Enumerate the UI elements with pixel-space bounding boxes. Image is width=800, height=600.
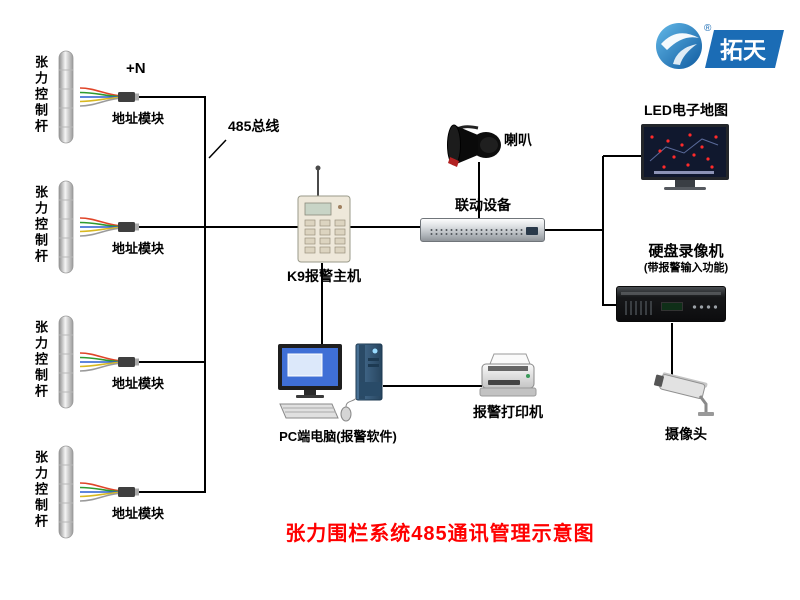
pc-icon xyxy=(278,343,383,422)
dvr-note: (带报警输入功能) xyxy=(643,262,729,274)
camera-label: 摄像头 xyxy=(665,426,707,442)
alarm-host-icon xyxy=(297,165,351,263)
linkage-vent-dots xyxy=(429,228,523,235)
address-module-3-icon xyxy=(80,352,172,372)
alarm-host-label: K9报警主机 xyxy=(287,268,361,284)
horn-label: 喇叭 xyxy=(504,132,532,148)
led-map-stand xyxy=(675,180,695,187)
tension-pole-4-icon xyxy=(58,445,74,539)
dvr-buttons xyxy=(691,304,717,310)
module-label-4: 地址模块 xyxy=(111,506,164,521)
linkage-device-icon xyxy=(420,218,545,242)
logo-registered-mark: ® xyxy=(704,23,712,34)
address-module-4-icon xyxy=(80,482,172,502)
bus-count-label: +N xyxy=(126,60,146,77)
horn-icon xyxy=(447,124,501,167)
dvr-vents xyxy=(625,301,655,315)
module-label-3: 地址模块 xyxy=(111,376,164,391)
linkage-display xyxy=(526,227,538,235)
pole-label-2: 张力控制杆 xyxy=(33,185,48,265)
led-map-label: LED电子地图 xyxy=(644,102,728,118)
diagram-title: 张力围栏系统485通讯管理示意图 xyxy=(285,523,595,545)
pole-label-1: 张力控制杆 xyxy=(33,55,48,135)
dvr-display xyxy=(661,302,683,311)
address-module-2-icon xyxy=(80,217,172,237)
dvr-top-band xyxy=(621,292,721,295)
logo-text: 拓天 xyxy=(720,37,767,63)
module-label-2: 地址模块 xyxy=(111,241,164,256)
bus-label: 485总线 xyxy=(228,118,280,134)
address-module-1-icon xyxy=(80,87,172,107)
tension-pole-3-icon xyxy=(58,315,74,409)
logo: ® 拓天 xyxy=(656,23,784,69)
led-map-base xyxy=(664,187,706,190)
bus-callout-line xyxy=(208,139,227,159)
module-label-1: 地址模块 xyxy=(111,111,164,126)
led-map-screen xyxy=(649,133,719,174)
pole-label-4: 张力控制杆 xyxy=(33,450,48,530)
camera-icon xyxy=(653,372,714,416)
dvr-icon xyxy=(616,286,726,322)
pole-label-3: 张力控制杆 xyxy=(33,320,48,400)
linkage-device-label: 联动设备 xyxy=(455,197,511,213)
led-map-icon xyxy=(641,124,729,180)
dvr-label: 硬盘录像机 xyxy=(648,243,724,260)
printer-icon xyxy=(479,353,537,397)
tension-pole-2-icon xyxy=(58,180,74,274)
tension-pole-1-icon xyxy=(58,50,74,144)
printer-label: 报警打印机 xyxy=(473,404,543,420)
pc-label: PC端电脑(报警软件) xyxy=(279,429,397,444)
